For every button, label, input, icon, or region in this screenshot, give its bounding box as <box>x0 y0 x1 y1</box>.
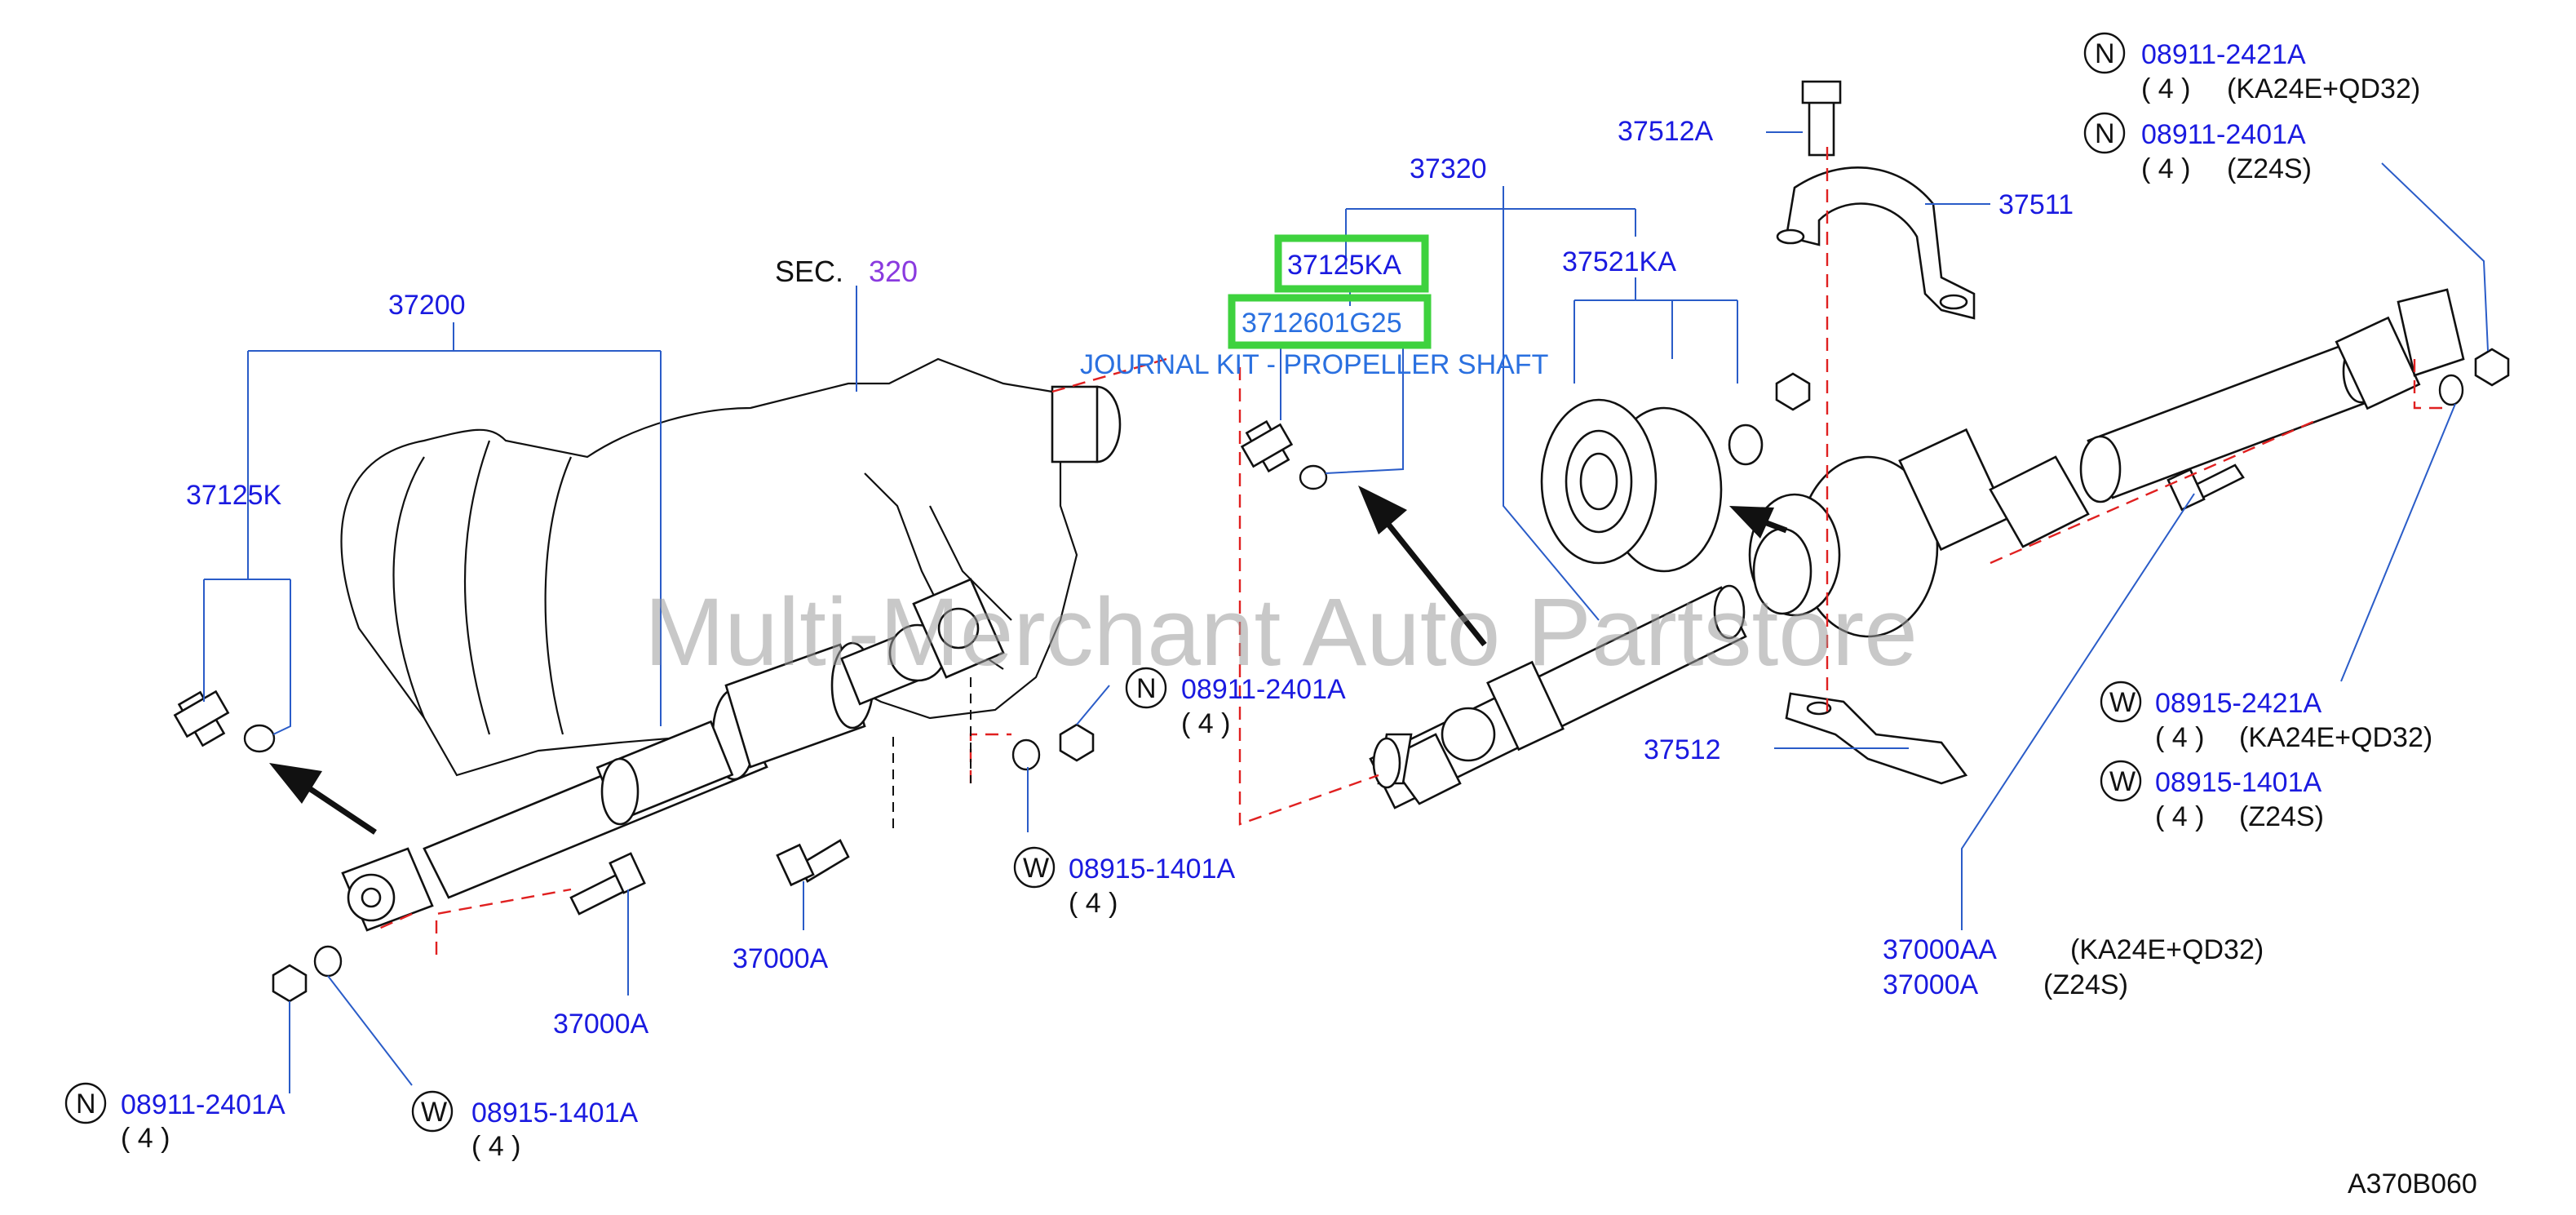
part-label-37000A-mid[interactable]: 37000A <box>733 943 829 974</box>
callout-part-number[interactable]: 08911-2421A <box>2141 39 2306 70</box>
callout-w-bottom-left[interactable]: W 08915-1401A ( 4 ) <box>411 1090 639 1162</box>
section-prefix: SEC. <box>775 255 843 288</box>
callout-letter: N <box>76 1089 96 1120</box>
diagram-code: A370B060 <box>2348 1168 2477 1199</box>
direction-arrow-center <box>1358 486 1487 647</box>
washer-tr <box>2438 374 2464 406</box>
callout-w-right-2[interactable]: W 08915-1401A ( 4 ) (Z24S) <box>2100 760 2324 832</box>
part-label-37000AA[interactable]: 37000AA <box>1883 934 1997 965</box>
callout-qty: ( 4 ) <box>2141 153 2190 184</box>
bolt-37512A <box>1801 80 1842 157</box>
direction-arrow-right <box>1729 506 1788 539</box>
rear-propeller-shaft <box>1369 584 1747 809</box>
snap-ring-center <box>1299 464 1328 490</box>
section-number-link[interactable]: 320 <box>869 255 918 288</box>
callout-n-mid[interactable]: N 08911-2401A ( 4 ) <box>1125 667 1346 739</box>
center-bearing <box>1540 379 1808 573</box>
callout-letter: W <box>421 1097 447 1128</box>
callout-qty: ( 4 ) <box>1069 888 1118 919</box>
callout-n-top-right-1[interactable]: N 08911-2421A ( 4 ) (KA24E+QD32) <box>2083 32 2420 104</box>
callout-part-number[interactable]: 08915-1401A <box>1069 854 1236 885</box>
callout-qty: ( 4 ) <box>2141 73 2190 104</box>
bolt-37000A-mid <box>776 839 850 887</box>
callout-letter: W <box>1023 853 1049 884</box>
part-label-37000A-right[interactable]: 37000A <box>1883 969 1979 1000</box>
callout-qty: ( 4 ) <box>2155 722 2204 753</box>
callout-qty: ( 4 ) <box>2155 801 2204 832</box>
nut-center-bearing <box>1775 372 1811 411</box>
part-label-37511[interactable]: 37511 <box>1998 189 2074 220</box>
callout-qty: ( 4 ) <box>471 1131 520 1162</box>
snap-ring-left <box>243 724 276 753</box>
watermark: Multi-Merchant Auto Partstore <box>644 579 1918 686</box>
part-label-37000A-left[interactable]: 37000A <box>553 1009 649 1040</box>
part-label-37512A[interactable]: 37512A <box>1618 116 1714 147</box>
bolt-right <box>2167 463 2245 512</box>
highlight-3712601G25 <box>1228 294 1432 349</box>
callout-note: (Z24S) <box>2227 153 2312 184</box>
bracket-37511 <box>1776 166 1976 320</box>
callout-letter: W <box>2109 687 2136 718</box>
callout-note: (Z24S) <box>2239 801 2324 832</box>
direction-arrow-left <box>269 763 377 835</box>
journal-kit-label[interactable]: JOURNAL KIT - PROPELLER SHAFT <box>1080 349 1548 380</box>
callout-part-number[interactable]: 08911-2401A <box>1181 674 1346 705</box>
bracket-37512 <box>1785 692 1968 785</box>
part-label-37521KA[interactable]: 37521KA <box>1562 246 1676 277</box>
part-label-37200[interactable]: 37200 <box>388 290 466 321</box>
variant-note-aa: (KA24E+QD32) <box>2070 934 2264 965</box>
part-label-37125KA[interactable]: 37125KA <box>1287 250 1401 281</box>
part-label-37512[interactable]: 37512 <box>1644 734 1721 765</box>
callout-qty: ( 4 ) <box>121 1123 170 1154</box>
part-label-3712601G25[interactable]: 3712601G25 <box>1242 308 1402 339</box>
callout-note: (KA24E+QD32) <box>2227 73 2420 104</box>
variant-note-a: (Z24S) <box>2043 969 2128 1000</box>
washer-bl <box>313 945 343 978</box>
nut-bl <box>272 964 308 1003</box>
callout-letter: N <box>1136 673 1157 704</box>
callout-part-number[interactable]: 08915-1401A <box>2155 767 2322 798</box>
callout-letter: N <box>2095 38 2115 69</box>
callout-qty: ( 4 ) <box>1181 708 1230 739</box>
callout-note: (KA24E+QD32) <box>2239 722 2432 753</box>
spider-left <box>173 690 230 747</box>
transmission-housing <box>340 357 1078 777</box>
callout-part-number[interactable]: 08911-2401A <box>2141 119 2306 150</box>
washer-mid <box>1011 738 1041 771</box>
callout-part-number[interactable]: 08911-2401A <box>121 1089 285 1120</box>
callout-part-number[interactable]: 08915-2421A <box>2155 688 2322 719</box>
part-label-37125K[interactable]: 37125K <box>186 480 282 511</box>
black-dashed-lines <box>892 677 972 828</box>
spider-center <box>1240 419 1294 473</box>
callout-letter: W <box>2109 766 2136 797</box>
callout-w-mid[interactable]: W 08915-1401A ( 4 ) <box>1013 846 1236 919</box>
callout-part-number[interactable]: 08915-1401A <box>471 1097 639 1129</box>
highlight-37125KA <box>1274 234 1429 293</box>
callout-letter: N <box>2095 118 2115 149</box>
nut-tr <box>2474 348 2510 387</box>
part-label-37320[interactable]: 37320 <box>1410 153 1487 184</box>
nut-mid <box>1059 723 1095 762</box>
callout-n-bottom-left[interactable]: N 08911-2401A ( 4 ) <box>64 1082 285 1154</box>
callout-w-right-1[interactable]: W 08915-2421A ( 4 ) (KA24E+QD32) <box>2100 681 2432 753</box>
alignment-lines <box>374 147 2447 955</box>
transmission-extension <box>1051 385 1122 463</box>
callout-n-top-right-2[interactable]: N 08911-2401A ( 4 ) (Z24S) <box>2083 112 2312 184</box>
flange-left <box>912 578 1005 679</box>
bolt-37000A-left <box>569 852 646 916</box>
